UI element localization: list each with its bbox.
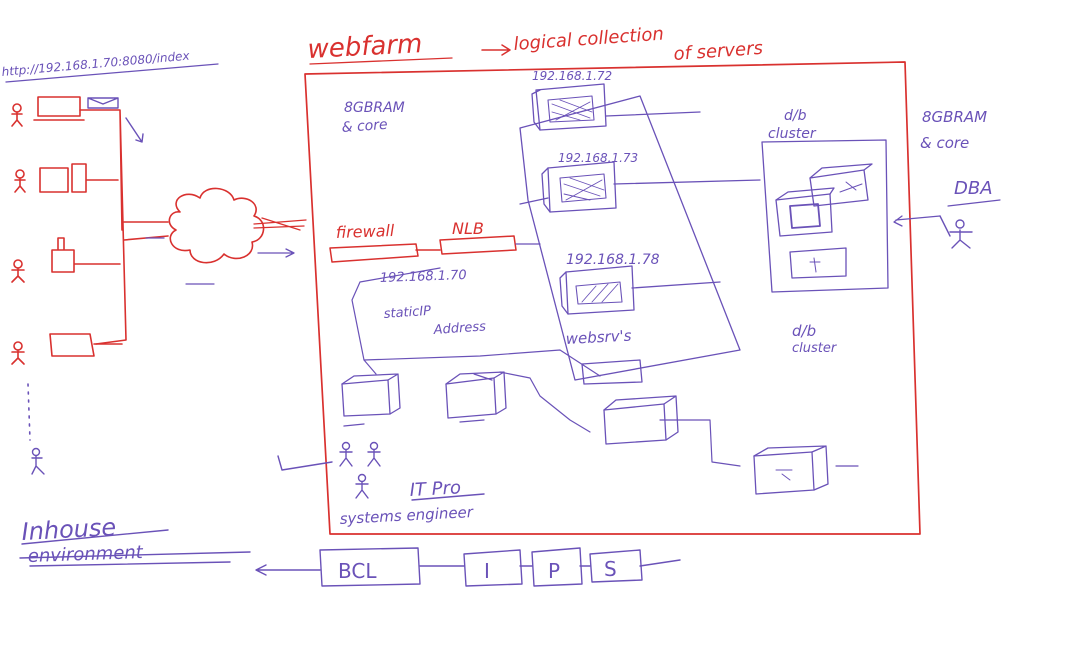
- db-cluster-top-2: cluster: [768, 126, 817, 142]
- cloud-icon: [168, 187, 265, 264]
- webfarm-boundary: [304, 61, 921, 535]
- server-icon: [753, 445, 829, 495]
- user-icon: [11, 103, 23, 127]
- phone-icon: [51, 237, 121, 273]
- systems-engineer-label: systems engineer: [339, 503, 474, 528]
- ram-core-right-2: & core: [920, 134, 969, 152]
- websrvs-label: websrv's: [565, 327, 632, 348]
- webfarm-label: webfarm: [307, 29, 423, 65]
- arrow-icon: [893, 215, 941, 227]
- tablet-icon: [49, 333, 123, 357]
- user-icon: [339, 441, 353, 467]
- db-cluster-low-1: d/b: [792, 322, 816, 340]
- server-icon: [603, 395, 679, 445]
- i-label: I: [484, 559, 490, 583]
- arrow-icon: [481, 44, 511, 56]
- server-icon: [341, 373, 401, 417]
- dba-label: DBA: [954, 178, 993, 199]
- email-icon: [87, 97, 119, 109]
- static-ip-label-1: staticIP: [383, 304, 431, 322]
- user-icon: [31, 447, 45, 475]
- logical-collection-label: logical collection: [513, 24, 665, 55]
- ram-core-left-2: & core: [341, 117, 388, 136]
- s-label: S: [604, 557, 617, 581]
- database-server-icon: [789, 247, 847, 279]
- nlb-ip-label: 192.168.1.70: [380, 268, 467, 286]
- user-icon: [11, 341, 25, 365]
- environment-label: environment: [27, 542, 144, 567]
- itpro-label: IT Pro: [409, 477, 461, 501]
- i-box: [463, 549, 523, 587]
- database-server-icon: [775, 187, 835, 237]
- of-servers-label: of servers: [673, 38, 764, 65]
- user-icon: [939, 215, 973, 249]
- db-cluster-top-1: d/b: [784, 108, 807, 124]
- user-icon: [14, 169, 26, 193]
- server-icon: [581, 359, 643, 385]
- db-cluster-boundary: [761, 139, 889, 293]
- db-cluster-low-2: cluster: [792, 341, 838, 356]
- firewall-icon: [329, 243, 441, 263]
- nlb-label: NLB: [452, 219, 484, 238]
- ip-server-2: 192.168.1.73: [558, 151, 638, 165]
- p-label: P: [548, 559, 560, 583]
- arrow-icon: [257, 248, 295, 258]
- s-box: [589, 549, 643, 583]
- server-icon: [541, 161, 617, 213]
- server-icon: [559, 265, 635, 315]
- laptop-icon: [33, 96, 85, 121]
- bcl-label: BCL: [338, 559, 377, 583]
- ip-server-3: 192.168.1.78: [566, 252, 660, 268]
- ip-server-1: 192.168.1.72: [532, 69, 612, 83]
- user-icon: [355, 473, 369, 499]
- firewall-label: firewall: [335, 221, 395, 242]
- clients-group: [11, 96, 169, 365]
- user-icon: [367, 441, 381, 467]
- lightning-icon: [253, 217, 307, 231]
- server-icon: [531, 83, 607, 131]
- desktop-icon: [39, 163, 119, 193]
- more-users-dots: [27, 383, 31, 441]
- arrow-icon: [255, 564, 321, 576]
- ram-core-right-1: 8GBRAM: [922, 108, 987, 126]
- arrow-icon: [125, 117, 144, 143]
- server-icon: [445, 371, 507, 419]
- inhouse-label: Inhouse: [21, 513, 117, 546]
- nlb-icon: [439, 235, 517, 255]
- ram-core-left-1: 8GBRAM: [344, 100, 405, 116]
- bcl-box: [319, 547, 421, 587]
- user-icon: [11, 259, 25, 283]
- webserver-cluster-boundary: [519, 95, 741, 381]
- static-ip-label-2: Address: [432, 319, 486, 338]
- p-box: [531, 547, 583, 587]
- database-server-icon: [809, 163, 873, 207]
